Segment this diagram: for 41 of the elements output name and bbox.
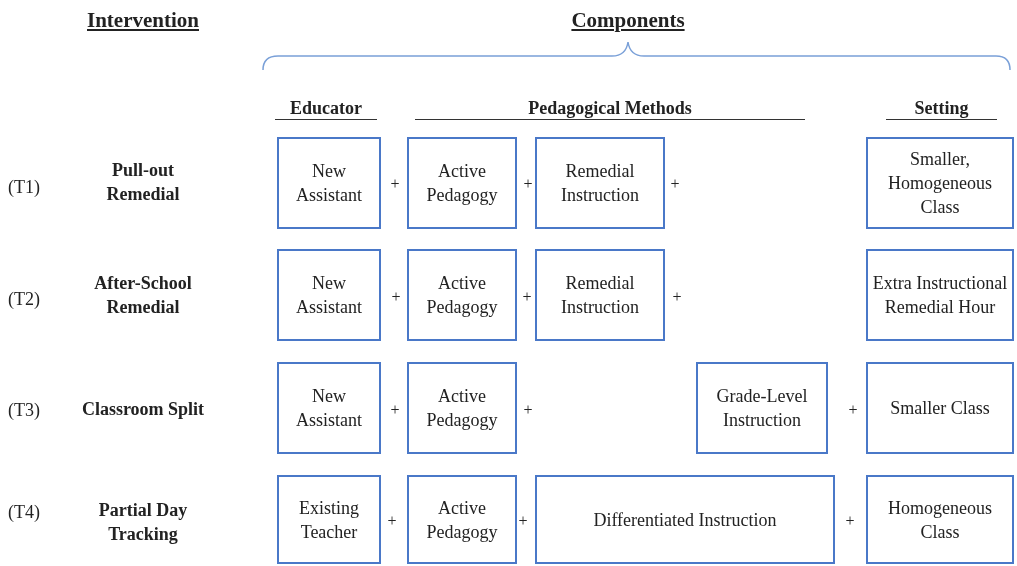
column-subheading: Educator: [275, 97, 377, 120]
intervention-name: After-School Remedial: [93, 272, 193, 319]
component-box: Grade-Level Instruction: [696, 362, 828, 454]
plus-sign: +: [522, 400, 534, 420]
plus-sign: +: [671, 287, 683, 307]
intervention-name: Classroom Split: [80, 398, 206, 421]
component-box: Active Pedagogy: [407, 249, 517, 341]
component-box: Active Pedagogy: [407, 475, 517, 564]
component-box: Smaller, Homogeneous Class: [866, 137, 1014, 229]
treatment-code: (T3): [8, 399, 41, 422]
column-subheading: Pedagogical Methods: [415, 97, 805, 120]
component-box: New Assistant: [277, 137, 381, 229]
plus-sign: +: [844, 511, 856, 531]
intervention-name: Partial Day Tracking: [97, 499, 189, 546]
plus-sign: +: [522, 174, 534, 194]
component-box: Differentiated Instruction: [535, 475, 835, 564]
plus-sign: +: [521, 287, 533, 307]
column-subheading: Setting: [886, 97, 997, 120]
treatment-code: (T4): [8, 501, 41, 524]
plus-sign: +: [386, 511, 398, 531]
component-box: Existing Teacher: [277, 475, 381, 564]
plus-sign: +: [389, 174, 401, 194]
treatment-code: (T2): [8, 288, 41, 311]
plus-sign: +: [389, 400, 401, 420]
column-heading: Components: [570, 8, 686, 32]
column-heading: Intervention: [86, 8, 200, 32]
component-box: Extra Instructional Remedial Hour: [866, 249, 1014, 341]
component-box: Remedial Instruction: [535, 137, 665, 229]
component-box: Active Pedagogy: [407, 137, 517, 229]
plus-sign: +: [847, 400, 859, 420]
intervention-name: Pull-out Remedial: [105, 159, 181, 206]
plus-sign: +: [390, 287, 402, 307]
treatment-code: (T1): [8, 176, 41, 199]
component-box: Active Pedagogy: [407, 362, 517, 454]
plus-sign: +: [517, 511, 529, 531]
component-box: Smaller Class: [866, 362, 1014, 454]
component-box: New Assistant: [277, 249, 381, 341]
component-box: Remedial Instruction: [535, 249, 665, 341]
plus-sign: +: [669, 174, 681, 194]
component-box: Homogeneous Class: [866, 475, 1014, 564]
component-box: New Assistant: [277, 362, 381, 454]
